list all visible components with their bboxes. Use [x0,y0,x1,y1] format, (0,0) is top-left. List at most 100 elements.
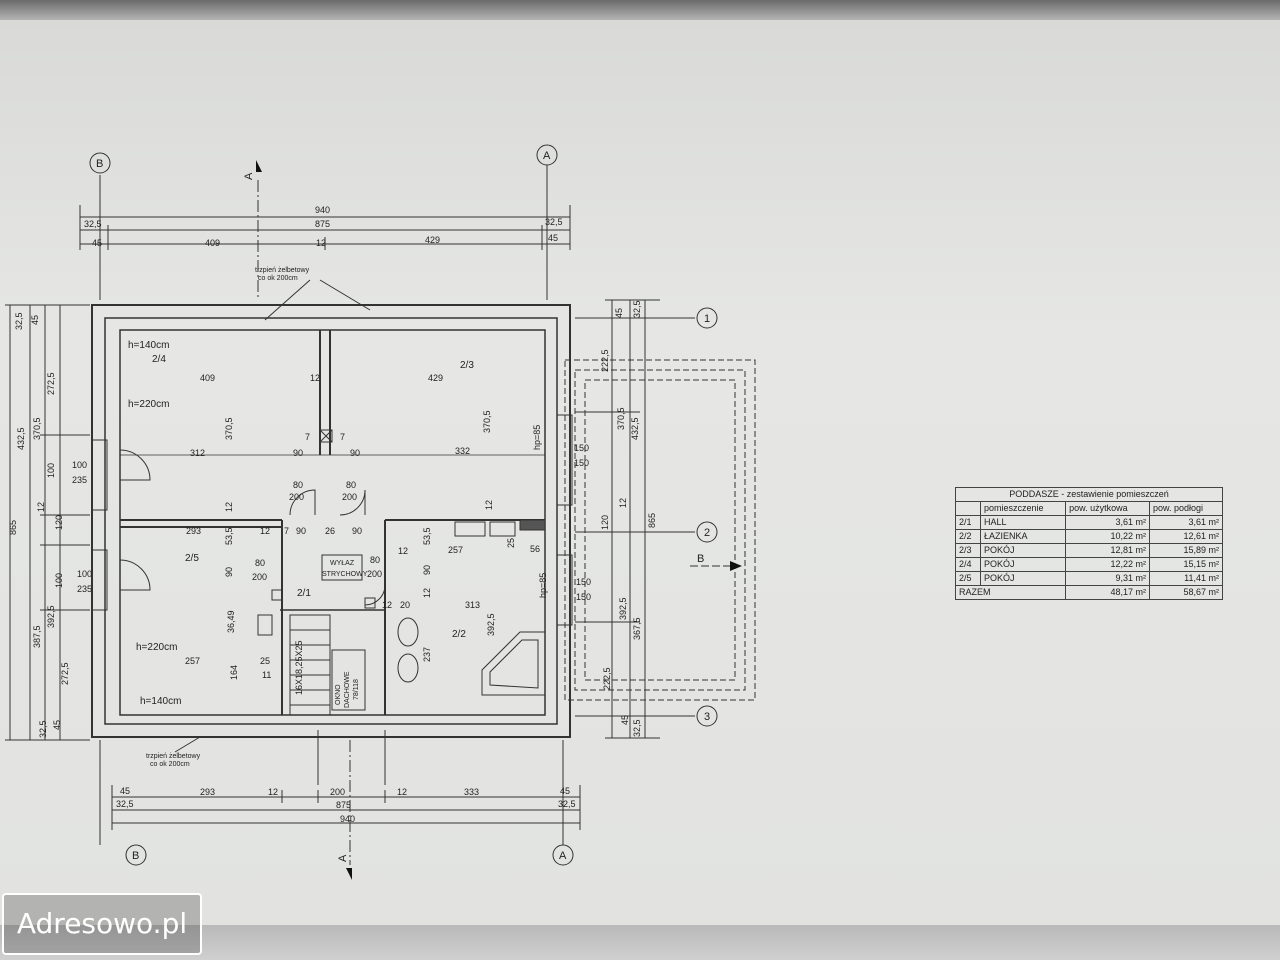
dim-293: 293 [186,526,201,536]
label-okno-size: 78/118 [353,679,360,700]
summary-header-cell: pomieszczenie [979,501,1067,516]
dim-top-right-offset: 32,5 [545,217,563,227]
dim-bottom-inner: 875 [336,800,351,810]
dim-53-5b: 53,5 [422,527,432,545]
label-stairs: 16X18,25X25 [294,640,304,695]
dim-top-left-span: 409 [205,238,220,248]
dim-right-222-5b: 222,5 [602,667,612,690]
floor-area: 11,41 m² [1148,571,1224,586]
floor-area: 15,15 m² [1148,557,1224,572]
dim-right-45b: 45 [620,715,630,725]
dim-left-45b: 45 [52,720,62,730]
usable-area: 12,22 m² [1065,557,1150,572]
dim-right-12: 12 [618,498,628,508]
dim-90e: 90 [224,567,234,577]
dim-left-370-5: 370,5 [32,417,42,440]
usable-area: 3,61 m² [1065,515,1150,530]
room-summary-table: PODDASZE - zestawienie pomieszczeń pomie… [954,487,1224,600]
table-row: 2/5 POKÓJ 9,31 m² 11,41 m² [955,571,1224,586]
dim-12f: 12 [224,502,234,512]
dim-right-45a: 45 [614,308,624,318]
dim-right-370-5: 370,5 [616,407,626,430]
total-label: RAZEM [954,585,1067,600]
dim-200c: 200 [252,572,267,582]
dim-80a: 80 [293,480,303,490]
dim-90f: 90 [422,565,432,575]
dim-7a: 7 [305,432,310,442]
dim-150b: 150 [574,458,589,468]
room-id: 2/1 [955,515,981,530]
dim-150d: 150 [576,592,591,602]
room-id: 2/4 [955,557,981,572]
usable-area: 10,22 m² [1065,529,1150,544]
dim-257a: 257 [448,545,463,555]
label-hp85-top: hp=85 [532,425,542,450]
room-name: POKÓJ [979,543,1067,558]
dim-200b: 200 [342,492,357,502]
axis-2: 2 [704,527,710,539]
dim-237: 237 [422,647,432,662]
dim-bottom-right-45: 45 [560,786,570,796]
table-row: 2/4 POKÓJ 12,22 m² 15,15 m² [955,557,1224,572]
dim-53-5a: 53,5 [224,527,234,545]
adresowo-watermark: Adresowo.pl [2,893,202,955]
dim-11: 11 [262,670,271,680]
room-2-4: 2/4 [152,354,166,365]
dim-left-32-5b: 32,5 [38,720,48,738]
dim-bottom-left-offset: 32,5 [116,799,134,809]
label-strychowy: STRYCHOWY [322,571,368,578]
note-pillar-top-1: trzpień żelbetowy [255,267,310,274]
room-name: POKÓJ [979,571,1067,586]
dim-right-32-5a: 32,5 [632,300,642,318]
dim-left-120: 120 [54,515,64,530]
dim-left-100b: 100 [54,573,64,588]
dim-80c: 80 [255,558,265,568]
dim-235a: 235 [72,475,87,485]
dim-left-45a: 45 [30,315,40,325]
dim-370-5b: 370,5 [482,410,492,433]
dim-164: 164 [229,665,239,680]
dim-150c: 150 [576,577,591,587]
section-b: B [697,553,704,565]
summary-header-cell: pow. użytkowa [1065,501,1150,516]
dim-left-12: 12 [36,502,46,512]
dim-right-432-5: 432,5 [630,417,640,440]
dim-bottom-293: 293 [200,787,215,797]
room-2-1: 2/1 [297,588,311,599]
dim-top-right-45: 45 [548,233,558,243]
label-h220-bottom: h=220cm [136,642,177,653]
dim-25b: 25 [260,656,270,666]
room-2-3: 2/3 [460,360,474,371]
label-wylaz: WYŁAZ [330,560,355,567]
dim-left-865: 865 [8,520,18,535]
dim-right-32-5b: 32,5 [632,719,642,737]
note-pillar-top-2: co ok 200cm [258,275,298,282]
room-id: 2/5 [955,571,981,586]
summary-header-row: pomieszczenie pow. użytkowa pow. podłogi [955,501,1224,516]
axis-a-bottom: A [559,850,567,862]
dim-36-49: 36,49 [226,610,236,633]
dim-12c: 12 [398,546,408,556]
dim-top-right-span: 429 [425,235,440,245]
dim-90c: 90 [296,526,306,536]
dim-200d: 200 [367,569,382,579]
dim-right-392-5: 392,5 [618,597,628,620]
dim-80d: 80 [370,555,380,565]
room-name: POKÓJ [979,557,1067,572]
section-a-bottom: A [337,854,349,862]
dim-bottom-12a: 12 [268,787,278,797]
label-okno: OKNO [335,684,342,705]
dim-left-432-5: 432,5 [16,427,26,450]
room-id: 2/2 [955,529,981,544]
dim-26: 26 [325,526,335,536]
dim-left-272-5b: 272,5 [60,662,70,685]
note-pillar-bottom-1: trzpień żelbetowy [146,753,201,760]
floor-area: 15,89 m² [1148,543,1224,558]
dim-12e: 12 [422,588,432,598]
monitor-bezel-top [0,0,1280,20]
room-name: ŁAZIENKA [979,529,1067,544]
axis-1: 1 [704,313,710,325]
drawing-sheet [0,20,1280,925]
axis-b-top: B [96,158,103,170]
